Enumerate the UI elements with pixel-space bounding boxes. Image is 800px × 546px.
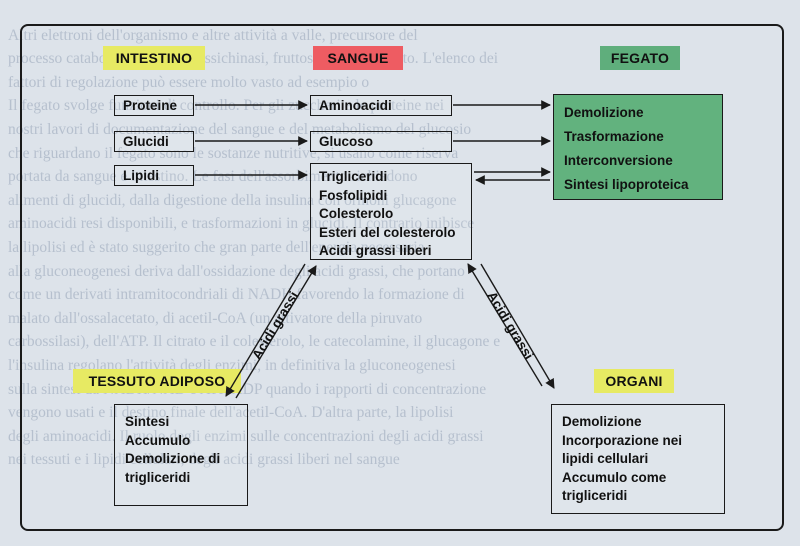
- arrow-organi-sangue-up: [467, 263, 543, 387]
- item-esteri-colesterolo: Esteri del colesterolo: [319, 224, 456, 240]
- arrow-sangue-adiposo-down: [225, 263, 306, 397]
- background-text-line: Il fegato svolge funzioni di controllo. …: [8, 97, 445, 115]
- header-tessuto-adiposo: TESSUTO ADIPOSO: [73, 369, 241, 393]
- box-organi: Demolizione Incorporazione nei lipidi ce…: [551, 404, 725, 514]
- background-text-line: vengono usati e il destino finale dell'a…: [8, 404, 454, 422]
- box-aminoacidi: Aminoacidi: [310, 95, 452, 116]
- item-proteine: Proteine: [123, 98, 178, 113]
- item-demolizione: Demolizione: [564, 105, 644, 120]
- box-tessuto-adiposo: Sintesi Accumulo Demolizione di triglice…: [114, 404, 248, 506]
- item-interconversione: Interconversione: [564, 153, 673, 168]
- item-lipidi: Lipidi: [123, 168, 159, 183]
- item-trigliceridi-adiposo: trigliceridi: [125, 469, 191, 485]
- background-text-line: nostri lavori di documentazione del sang…: [8, 120, 472, 138]
- background-text-line: alla gluconeogenesi deriva dall'ossidazi…: [8, 262, 465, 280]
- box-lipidi: Lipidi: [114, 165, 194, 186]
- background-text-line: alimenti di glucidi, dalla digestione de…: [8, 191, 457, 209]
- item-accumulo: Accumulo: [125, 432, 191, 448]
- background-text-line: malato dall'ossalacetato, di acetil-CoA …: [8, 309, 423, 327]
- item-organi-accumulo: Accumulo come: [562, 469, 667, 485]
- item-organi-demolizione: Demolizione: [562, 414, 642, 429]
- background-text-line: la lipolisi ed è stato suggerito che gra…: [8, 238, 425, 256]
- item-demolizione-di: Demolizione di: [125, 451, 221, 466]
- diagram-frame: [20, 24, 784, 531]
- box-glucidi: Glucidi: [114, 131, 194, 152]
- item-glucosio: Glucoso: [319, 134, 374, 149]
- item-colesterolo: Colesterolo: [319, 206, 394, 221]
- background-text-line: Altri elettroni dell'organismo e altre a…: [8, 26, 418, 44]
- item-aminoacidi: Aminoacidi: [319, 98, 392, 113]
- item-sintesi: Sintesi: [125, 414, 170, 429]
- header-intestino: INTESTINO: [103, 46, 205, 70]
- background-text-line: che riguardano il fegato sono le sostanz…: [8, 144, 459, 162]
- item-acidi-grassi-liberi: Acidi grassi liberi: [319, 243, 432, 258]
- item-glucidi: Glucidi: [123, 134, 169, 149]
- box-sangue-lipidi: Trigliceridi Fosfolipidi Colesterolo Est…: [310, 163, 472, 260]
- item-organi-lipidi-cellulari: lipidi cellulari: [562, 451, 649, 466]
- background-text-line: carbossilasi), dell'ATP. Il citrato e il…: [8, 333, 501, 351]
- header-sangue: SANGUE: [313, 46, 403, 70]
- item-sintesi-lipoproteica: Sintesi lipoproteica: [564, 177, 689, 192]
- box-proteine: Proteine: [114, 95, 194, 116]
- item-fosfolipidi: Fosfolipidi: [319, 187, 388, 203]
- background-text-line: aminoacidi resi disponibili, e trasforma…: [8, 215, 475, 233]
- item-trasformazione: Trasformazione: [564, 129, 664, 144]
- background-text-line: nei tessuti e i lipidi cellulari, degli …: [8, 451, 400, 469]
- box-glucosio: Glucoso: [310, 131, 452, 152]
- arrow-sangue-organi-down: [480, 263, 555, 389]
- item-organi-trigliceridi: trigliceridi: [562, 488, 628, 503]
- background-text-line: portata da sangue e intestino. Le fasi d…: [8, 168, 418, 186]
- item-trigliceridi: Trigliceridi: [319, 169, 388, 184]
- background-text-line: degli aminoacidi. Il ruolo degli enzimi …: [8, 427, 484, 445]
- header-organi: ORGANI: [594, 369, 674, 393]
- background-text-line: come un derivati intramitocondriali di N…: [8, 286, 465, 304]
- item-organi-incorporazione: Incorporazione nei: [562, 432, 683, 448]
- background-text-line: fattori di regolazione può essere molto …: [8, 73, 370, 91]
- box-fegato: Demolizione Trasformazione Interconversi…: [553, 94, 723, 200]
- arrow-adiposo-sangue-up: [235, 265, 317, 399]
- header-fegato: FEGATO: [600, 46, 680, 70]
